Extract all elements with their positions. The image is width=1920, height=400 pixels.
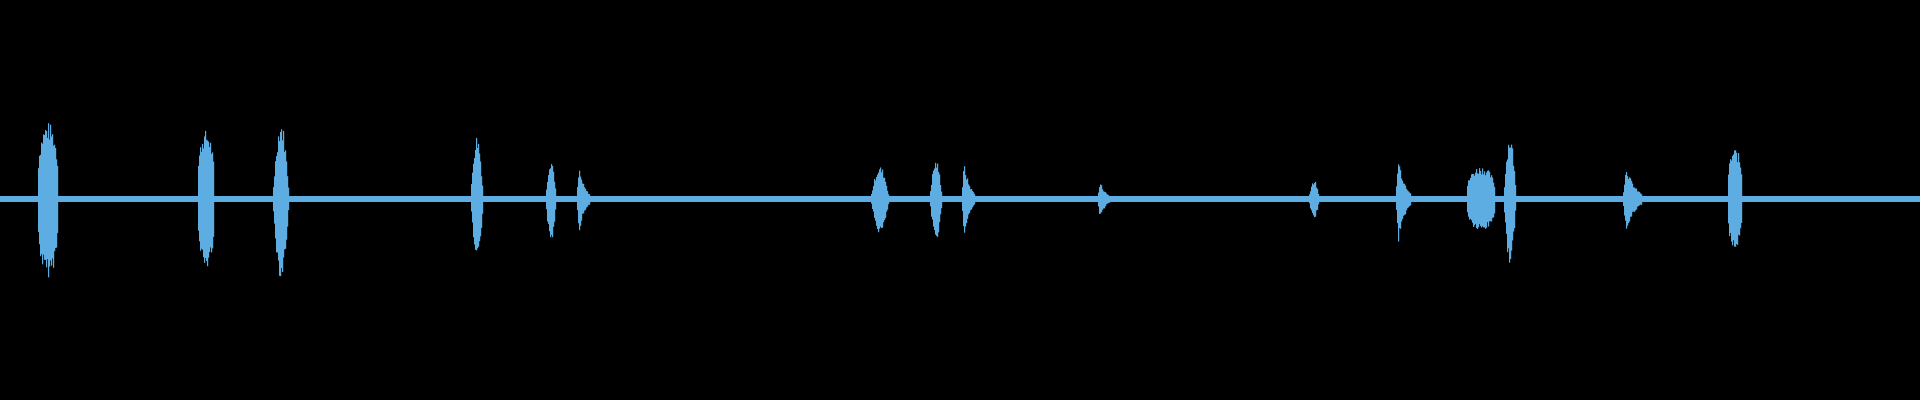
waveform-burst: [1622, 172, 1643, 229]
waveform-burst: [1466, 168, 1497, 229]
waveform-burst: [576, 170, 591, 231]
waveform-baseline: [0, 196, 1920, 202]
waveform-burst: [272, 129, 291, 277]
waveform-burst: [1395, 164, 1412, 242]
waveform-burst: [1727, 150, 1744, 247]
waveform-burst: [545, 164, 558, 238]
waveform-burst: [37, 123, 60, 278]
waveform-burst: [961, 166, 976, 233]
waveform-burst: [197, 130, 216, 267]
waveform-burst: [929, 162, 944, 237]
waveform-burst: [1503, 144, 1518, 263]
waveform-burst: [470, 137, 485, 251]
waveform-burst: [870, 167, 891, 233]
waveform-burst: [1308, 181, 1321, 218]
waveform-bursts: [37, 123, 1744, 278]
waveform-burst: [1097, 184, 1112, 214]
